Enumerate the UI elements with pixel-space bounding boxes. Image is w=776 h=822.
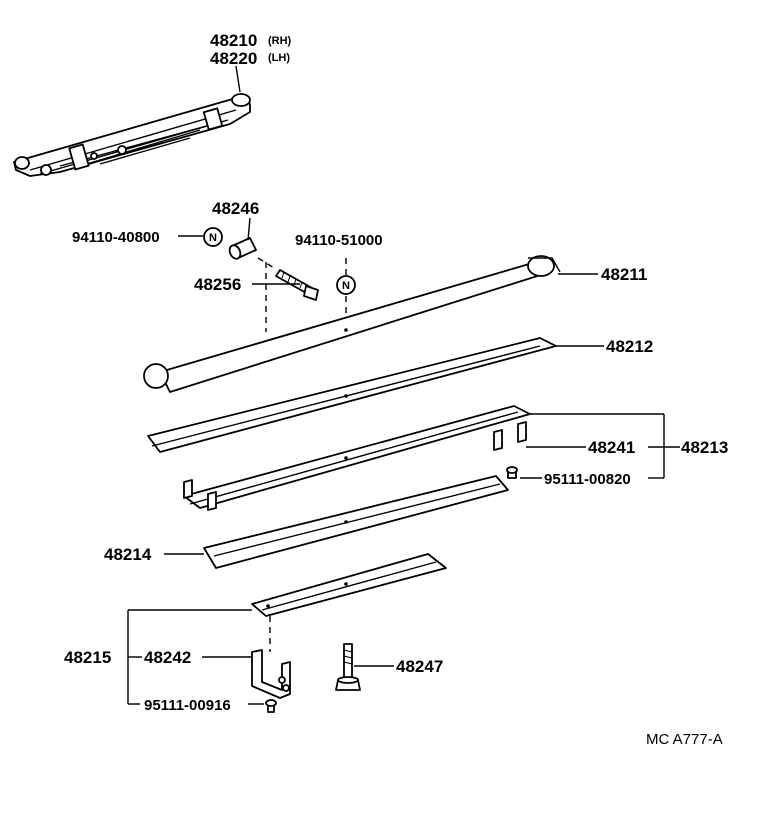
label-48242: 48242: [144, 648, 191, 667]
label-48246: 48246: [212, 199, 259, 218]
label-48247: 48247: [396, 657, 443, 676]
label-lh: (LH): [268, 52, 290, 64]
label-48211: 48211: [601, 265, 647, 284]
label-95111-00916: 95111-00916: [144, 697, 231, 714]
clip-48242-illustration: [251, 649, 291, 699]
bushing-48246-illustration: [228, 217, 257, 260]
bolt-48256-illustration: [252, 257, 319, 332]
label-48213: 48213: [681, 438, 728, 457]
label-95111-00820: 95111-00820: [544, 471, 631, 488]
label-94110-51000: 94110-51000: [295, 232, 383, 249]
rivet-95111-00916-illustration: [265, 699, 277, 713]
label-48214: 48214: [104, 545, 152, 564]
drawing-code: MC A777-A: [646, 731, 723, 748]
nut-symbol-left: N: [203, 227, 223, 247]
label-48210: 48210: [210, 31, 257, 50]
svg-text:N: N: [209, 232, 217, 244]
label-48241: 48241: [588, 438, 635, 457]
label-48256: 48256: [194, 275, 241, 294]
nut-symbol-right: N: [336, 275, 356, 295]
svg-text:N: N: [342, 280, 350, 292]
label-48215: 48215: [64, 648, 111, 667]
rivet-95111-00820-illustration: [506, 466, 518, 479]
leaf-48214-illustration: [203, 475, 509, 569]
label-48220: 48220: [210, 49, 257, 68]
leaf-spring-assembly-illustration: [13, 65, 251, 177]
center-bolt-48247-illustration: [335, 643, 361, 691]
label-94110-40800: 94110-40800: [72, 229, 160, 246]
leaf-48215-illustration: [251, 553, 447, 617]
label-rh: (RH): [268, 35, 292, 47]
label-48212: 48212: [606, 337, 653, 356]
main-leaf-48211-illustration: [143, 255, 561, 393]
